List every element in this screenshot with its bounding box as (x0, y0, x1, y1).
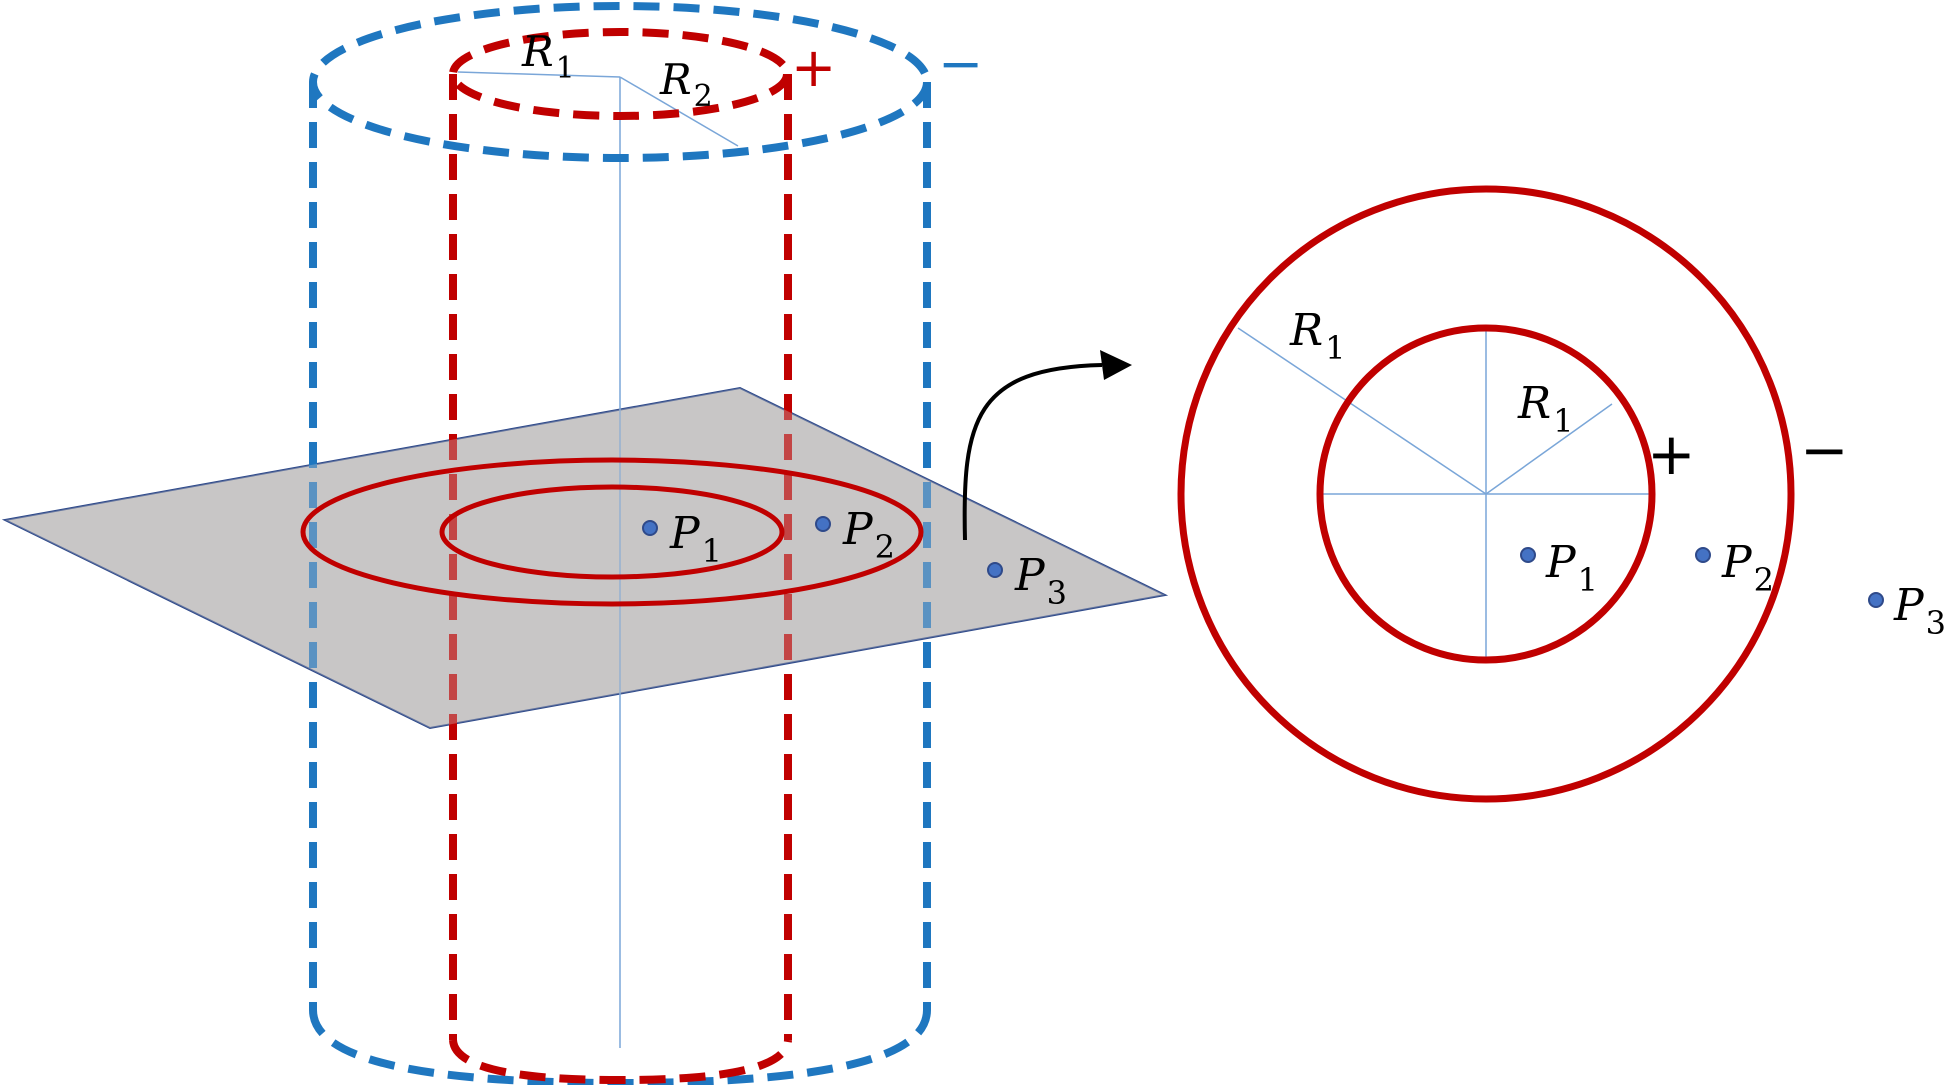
sign-minus-right: − (1800, 416, 1849, 484)
label-r1-outer-right: R1 (1289, 305, 1346, 367)
label-r1-top: R1 (521, 27, 575, 86)
inner-cylinder-bottom-rim (449, 1039, 792, 1085)
point-p1-left (642, 520, 658, 536)
label-p1-left: P1 (669, 508, 722, 570)
label-p3-left: P3 (1014, 550, 1067, 612)
point-p3-right (1868, 592, 1884, 608)
plane-translucent-overlay (5, 388, 1165, 728)
label-r1-inner-right: R1 (1517, 378, 1574, 440)
sign-plus-right: + (1647, 420, 1696, 488)
point-p1-right (1520, 547, 1536, 563)
section-outer-circle-right (1177, 185, 1795, 803)
point-p2-left (815, 516, 831, 532)
point-p2-right (1695, 547, 1711, 563)
sign-minus-top: − (938, 32, 983, 95)
label-p2-right: P2 (1721, 537, 1774, 599)
section-circle-outer (300, 457, 924, 607)
point-p3-left (987, 562, 1003, 578)
transition-arrow (962, 363, 1103, 541)
top-radius-r1-line (457, 71, 621, 78)
label-p3-right: P3 (1893, 580, 1946, 642)
sign-plus-top: + (791, 36, 836, 99)
outer-radius-r1-line (1237, 327, 1487, 495)
cross-section-plane (1, 386, 1169, 730)
label-r2-top: R2 (659, 55, 713, 114)
section-circle-inner (439, 484, 785, 580)
section-inner-circle-right (1316, 324, 1656, 664)
label-p1-right: P1 (1545, 537, 1598, 599)
label-p2-left: P2 (842, 504, 895, 566)
top-radius-r2-line (619, 76, 739, 147)
transition-arrow-head (1100, 350, 1132, 380)
inner-cylinder (449, 28, 792, 1085)
inner-radius-r1-line (1485, 403, 1613, 495)
